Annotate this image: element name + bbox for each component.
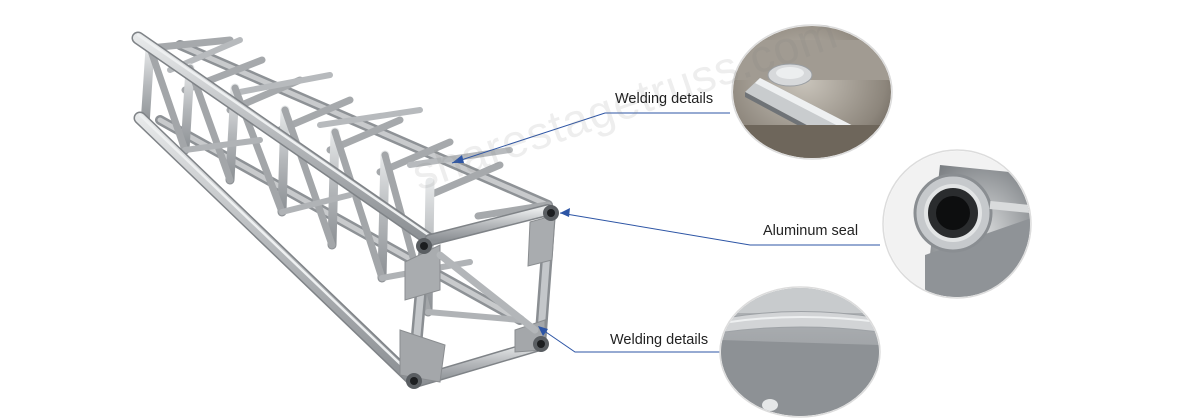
- welding-detail-zoom-top: [731, 24, 893, 160]
- leader-lines: [451, 112, 880, 353]
- callout-label-welding-bottom: Welding details: [610, 332, 709, 348]
- aluminum-truss: [131, 31, 559, 389]
- callout-label-aluminum-seal: Aluminum seal: [763, 223, 859, 239]
- aluminum-seal-zoom: [882, 149, 1032, 299]
- welding-detail-zoom-bottom: [719, 286, 881, 418]
- callout-label-welding-top: Welding details: [615, 91, 714, 107]
